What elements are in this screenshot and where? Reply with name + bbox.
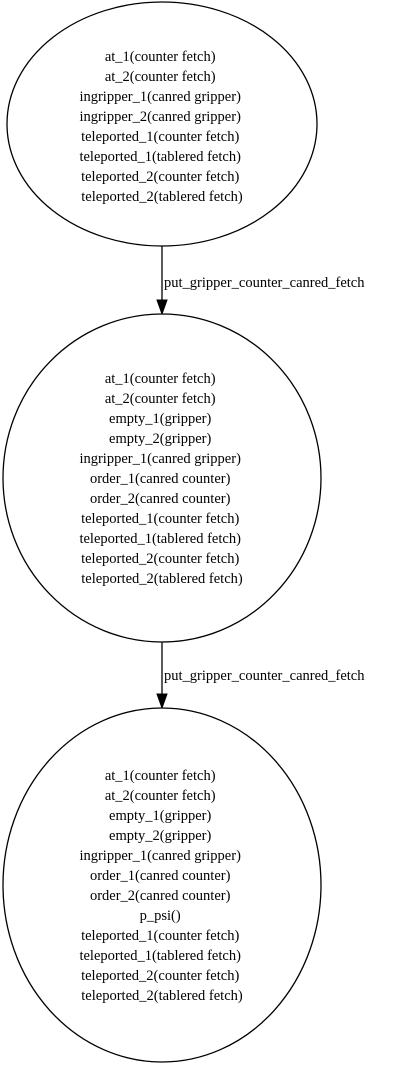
state-1-line: teleported_2(tablered fetch) xyxy=(81,189,243,205)
state-node-2[interactable]: at_1(counter fetch) at_2(counter fetch) … xyxy=(2,313,322,643)
state-3-line: order_1(canred counter) xyxy=(90,868,231,884)
state-3-line: at_1(counter fetch) xyxy=(105,768,216,784)
state-3-line: teleported_1(tablered fetch) xyxy=(79,948,241,964)
state-3-line: p_psi() xyxy=(140,908,181,924)
state-3-line: teleported_1(counter fetch) xyxy=(81,928,239,944)
state-node-1[interactable]: at_1(counter fetch) at_2(counter fetch) … xyxy=(6,1,318,247)
state-1-line: at_2(counter fetch) xyxy=(105,69,216,85)
state-3-line: ingripper_1(canred gripper) xyxy=(79,848,241,864)
state-2-line: teleported_1(tablered fetch) xyxy=(79,531,241,547)
state-1-line: teleported_1(counter fetch) xyxy=(81,129,239,145)
state-node-1-label: at_1(counter fetch) at_2(counter fetch) … xyxy=(79,49,244,205)
state-node-2-label: at_1(counter fetch) at_2(counter fetch) … xyxy=(79,371,244,587)
state-3-line: empty_1(gripper) xyxy=(109,808,211,824)
state-3-line: teleported_2(tablered fetch) xyxy=(81,988,243,1004)
state-2-line: teleported_2(counter fetch) xyxy=(81,551,239,567)
state-3-line: empty_2(gripper) xyxy=(109,828,211,844)
state-2-line: empty_1(gripper) xyxy=(109,411,211,427)
transition-edge-2[interactable]: put_gripper_counter_canred_fetch xyxy=(156,642,365,710)
state-3-line: order_2(canred counter) xyxy=(90,888,231,904)
state-2-line: ingripper_1(canred gripper) xyxy=(79,451,241,467)
state-2-line: order_1(canred counter) xyxy=(90,471,231,487)
edge-2-label: put_gripper_counter_canred_fetch xyxy=(164,668,365,684)
state-node-3-ellipse xyxy=(2,707,322,1063)
state-2-line: at_2(counter fetch) xyxy=(105,391,216,407)
state-1-line: ingripper_1(canred gripper) xyxy=(79,89,241,105)
state-1-line: ingripper_2(canred gripper) xyxy=(79,109,241,125)
state-2-line: order_2(canred counter) xyxy=(90,491,231,507)
state-2-line: at_1(counter fetch) xyxy=(105,371,216,387)
state-1-line: at_1(counter fetch) xyxy=(105,49,216,65)
state-2-line: empty_2(gripper) xyxy=(109,431,211,447)
state-2-line: teleported_1(counter fetch) xyxy=(81,511,239,527)
state-node-3[interactable]: at_1(counter fetch) at_2(counter fetch) … xyxy=(2,707,322,1063)
state-node-3-label: at_1(counter fetch) at_2(counter fetch) … xyxy=(79,768,244,1004)
edge-1-label: put_gripper_counter_canred_fetch xyxy=(164,275,365,291)
transition-edge-1[interactable]: put_gripper_counter_canred_fetch xyxy=(156,246,365,316)
edge-1-arrowhead xyxy=(156,299,168,316)
edge-2-arrowhead xyxy=(156,693,168,710)
state-2-line: teleported_2(tablered fetch) xyxy=(81,571,243,587)
state-1-line: teleported_1(tablered fetch) xyxy=(79,149,241,165)
state-3-line: at_2(counter fetch) xyxy=(105,788,216,804)
state-1-line: teleported_2(counter fetch) xyxy=(81,169,239,185)
state-3-line: teleported_2(counter fetch) xyxy=(81,968,239,984)
